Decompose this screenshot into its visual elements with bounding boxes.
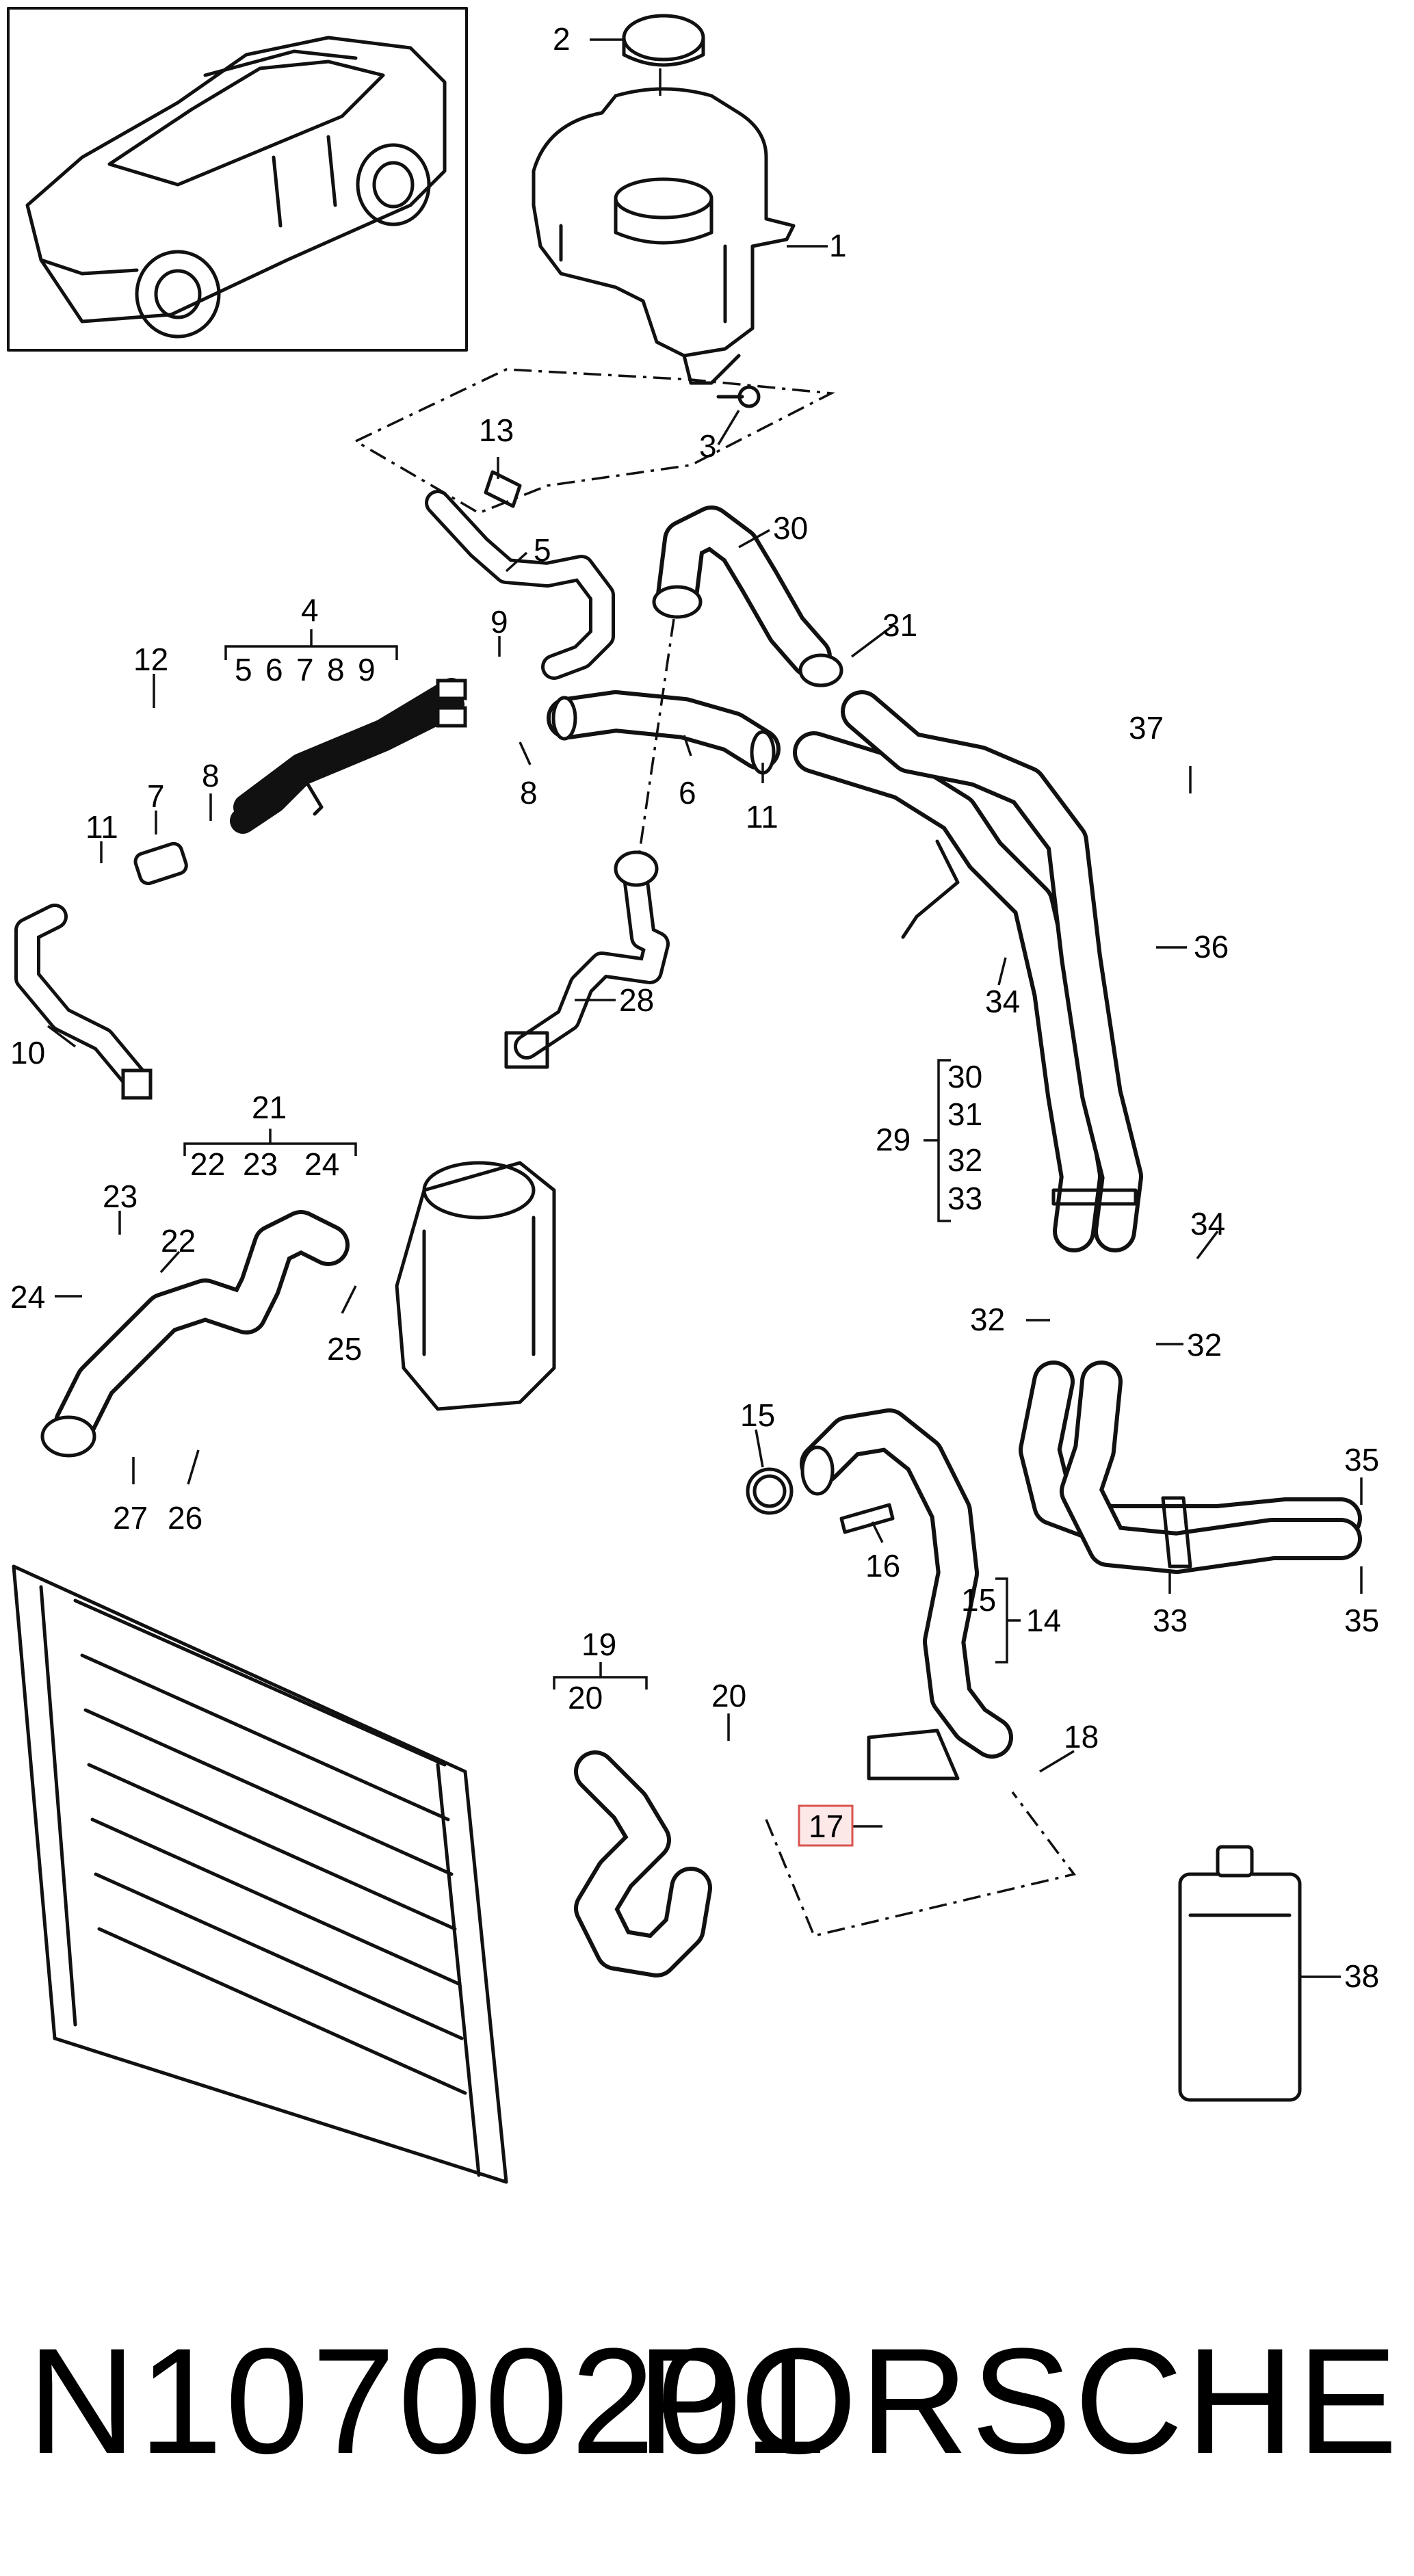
- callout-4-sub-6: 6: [265, 652, 283, 687]
- callout-33: 33: [1153, 1603, 1188, 1638]
- callout-35b: 35: [1344, 1603, 1379, 1638]
- vehicle-inset: [7, 7, 468, 352]
- callout-30: 30: [773, 510, 808, 546]
- hose-6: [547, 690, 781, 775]
- callout-24: 24: [10, 1279, 45, 1315]
- callout-5: 5: [534, 532, 551, 568]
- hose-14: [800, 1408, 1013, 1780]
- part-number: N10700201: [27, 2317, 830, 2485]
- parts-diagram: 1 2 3 13 5 30 4 5 6 7 8 9 9 31 12 37 8 8…: [7, 7, 1379, 2184]
- callout-21-sub-23: 23: [243, 1146, 278, 1182]
- callout-29: 29: [876, 1122, 911, 1157]
- brand-name: PORSCHE: [637, 2317, 1400, 2485]
- callout-31: 31: [882, 607, 917, 643]
- hose-21: [40, 1210, 350, 1458]
- hose-33: [1019, 1361, 1362, 1574]
- pipe-assembly-4: [230, 678, 467, 834]
- callout-12: 12: [133, 642, 168, 677]
- callout-9: 9: [490, 604, 508, 640]
- callout-25: 25: [327, 1331, 362, 1367]
- callout-29-sub-31: 31: [947, 1096, 982, 1132]
- callout-20: 20: [711, 1678, 746, 1713]
- bracket-29: [924, 1059, 951, 1222]
- callout-8a: 8: [202, 758, 220, 793]
- callout-2: 2: [553, 21, 571, 57]
- bracket-19: [553, 1662, 648, 1690]
- callout-4: 4: [301, 592, 319, 628]
- callout-35a: 35: [1344, 1442, 1379, 1477]
- leader-lines: [47, 38, 1363, 1978]
- callout-21-sub-22: 22: [190, 1146, 225, 1182]
- callout-15b: 15: [961, 1582, 996, 1618]
- hose-10: [14, 904, 153, 1100]
- hose-28: [504, 850, 670, 1069]
- radiator: [12, 1564, 508, 2184]
- callout-4-sub-7: 7: [296, 652, 314, 687]
- coolant-bottle: [1178, 1845, 1302, 2102]
- callout-29-sub-33: 33: [947, 1181, 982, 1216]
- callout-23: 23: [103, 1179, 138, 1214]
- hose-19: [574, 1750, 712, 1977]
- callout-13: 13: [479, 412, 514, 448]
- callout-32b: 32: [1187, 1327, 1222, 1363]
- callout-4-sub-9: 9: [358, 652, 376, 687]
- bracket-4: [224, 629, 398, 660]
- callout-4-sub-5: 5: [235, 652, 252, 687]
- callout-17-highlight: [798, 1804, 854, 1847]
- callout-7: 7: [147, 778, 165, 814]
- hose-29: [793, 690, 1143, 1252]
- callout-26: 26: [168, 1500, 202, 1536]
- callout-28: 28: [619, 982, 654, 1018]
- callout-10: 10: [10, 1035, 45, 1070]
- coolant-expansion-tank: [532, 14, 796, 408]
- callout-16: 16: [865, 1548, 900, 1583]
- callout-38: 38: [1344, 1958, 1379, 1994]
- callout-11b: 11: [746, 799, 778, 834]
- callout-11a: 11: [86, 809, 118, 845]
- footer: N10700201 PORSCHE: [0, 2305, 1414, 2538]
- callout-1: 1: [829, 228, 847, 263]
- callout-17: 17: [809, 1809, 843, 1844]
- callout-3: 3: [699, 428, 717, 464]
- callout-8b: 8: [520, 775, 538, 811]
- bracket-14: [995, 1577, 1021, 1664]
- callout-34a: 34: [985, 984, 1020, 1019]
- callout-37: 37: [1129, 710, 1164, 746]
- callout-32a: 32: [970, 1302, 1005, 1337]
- callout-29-sub-30: 30: [947, 1059, 982, 1094]
- oil-filter-housing: [395, 1161, 556, 1411]
- hose-5: [425, 470, 615, 680]
- callout-36: 36: [1194, 929, 1229, 964]
- callout-22: 22: [161, 1223, 196, 1259]
- hose-30: [652, 505, 843, 687]
- callout-29-sub-32: 32: [947, 1142, 982, 1178]
- callout-4-sub-8: 8: [327, 652, 345, 687]
- callout-34b: 34: [1190, 1206, 1225, 1241]
- callout-21: 21: [252, 1090, 287, 1125]
- bracket-21: [183, 1129, 357, 1156]
- callout-15a: 15: [740, 1397, 775, 1433]
- callout-18: 18: [1064, 1719, 1099, 1754]
- callout-19-sub-20: 20: [568, 1680, 603, 1716]
- callout-19: 19: [581, 1627, 616, 1662]
- callout-labels: 1 2 3 13 5 30 4 5 6 7 8 9 9 31 12 37 8 8…: [10, 21, 1379, 1994]
- callout-21-sub-24: 24: [304, 1146, 339, 1182]
- callout-6: 6: [679, 775, 696, 811]
- callout-27: 27: [113, 1500, 148, 1536]
- callout-14: 14: [1026, 1603, 1061, 1638]
